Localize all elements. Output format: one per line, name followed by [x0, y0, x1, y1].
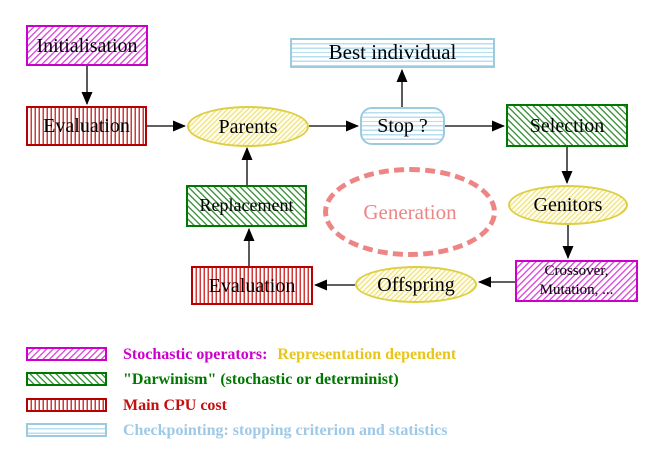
legend-stochastic-label: Stochastic operators:: [123, 346, 268, 363]
node-replacement: Replacement: [186, 185, 307, 227]
node-evaluation-bottom-label: Evaluation: [208, 274, 296, 297]
legend-row-main-cpu-cost: Main CPU cost: [123, 396, 227, 416]
node-genitors: Genitors: [508, 185, 628, 225]
generation-label: Generation: [363, 199, 457, 224]
node-initialisation-label: Initialisation: [36, 34, 138, 57]
legend-representation-label: Representation dependent: [277, 346, 457, 363]
node-initialisation: Initialisation: [26, 25, 148, 66]
node-parents-label: Parents: [218, 115, 278, 138]
node-evaluation-top-label: Evaluation: [43, 115, 130, 137]
node-evaluation-bottom: Evaluation: [191, 266, 313, 305]
legend-swatch-darwinism: [26, 372, 107, 386]
node-offspring: Offspring: [355, 266, 477, 303]
node-replacement-label: Replacement: [199, 195, 294, 216]
node-stop-label: Stop ?: [377, 115, 428, 137]
node-crossover-mutation: Crossover, Mutation, ...: [515, 260, 638, 302]
generation-ellipse: Generation: [323, 167, 497, 257]
legend-darwinism-label: "Darwinism" (stochastic or determinist): [123, 371, 399, 388]
legend-swatch-checkpointing: [26, 423, 107, 437]
node-stop: Stop ?: [360, 107, 445, 145]
node-genitors-label: Genitors: [533, 194, 603, 216]
node-best-individual: Best individual: [290, 38, 495, 68]
legend-checkpoint-label: Checkpointing: stopping criterion and st…: [123, 422, 448, 439]
node-crossover-line1: Crossover,: [544, 263, 609, 280]
node-evaluation-top: Evaluation: [26, 106, 147, 146]
legend-row-checkpointing: Checkpointing: stopping criterion and st…: [123, 421, 447, 441]
node-parents: Parents: [187, 106, 309, 147]
legend-row-stochastic-operators: Stochastic operators: Representation depe…: [123, 345, 456, 365]
legend-swatch-main-cpu-cost: [26, 398, 107, 412]
node-selection: Selection: [506, 104, 628, 147]
legend-swatch-stochastic-operators: [26, 347, 107, 361]
legend-row-darwinism: "Darwinism" (stochastic or determinist): [123, 370, 399, 390]
legend-cpu-label: Main CPU cost: [123, 397, 227, 414]
node-crossover-line2: Mutation, ...: [539, 282, 614, 298]
node-offspring-label: Offspring: [377, 273, 455, 296]
node-selection-label: Selection: [529, 114, 605, 137]
node-best-individual-label: Best individual: [328, 40, 457, 65]
